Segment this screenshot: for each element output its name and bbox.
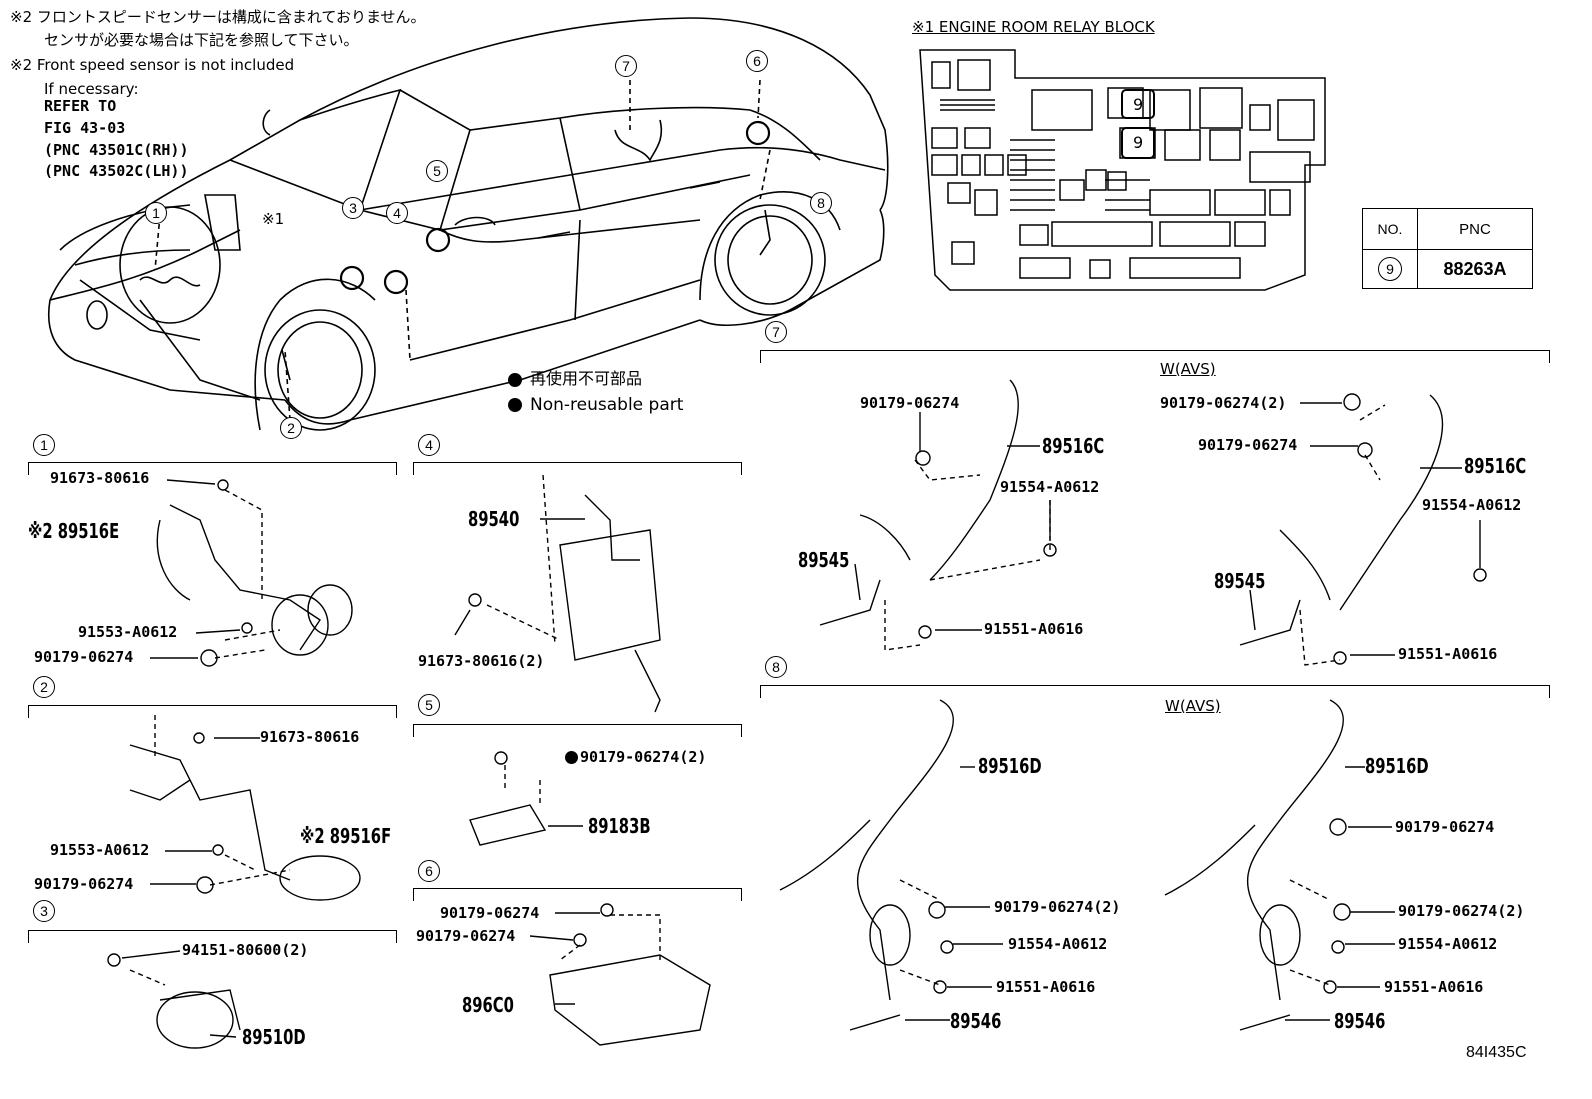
section-drawings: [107, 379, 1487, 1049]
section-8-bracket: [760, 685, 1550, 698]
s1-part-90179-06274: 90179-06274: [34, 648, 134, 666]
s8r-part-91554-A0612: 91554-A0612: [1398, 935, 1498, 953]
s5-part-text: 90179-06274(2): [580, 748, 707, 766]
relay-block-title: ※1 ENGINE ROOM RELAY BLOCK: [912, 18, 1155, 36]
legend-dot-icon: [508, 372, 522, 387]
section-4-number: 4: [418, 434, 440, 456]
s7l-part-90179-06274: 90179-06274: [860, 394, 960, 412]
section-1-bracket: [28, 462, 397, 475]
note-jp-line1: ※2 フロントスピードセンサーは構成に含まれておりません。: [10, 8, 426, 26]
s2-part-89516F: ※2 89516F: [300, 824, 392, 848]
s5-part-90179-06274-2: 90179-06274(2): [565, 750, 706, 765]
car-illustration: [48, 17, 889, 431]
s7r-part-91551-A0616: 91551-A0616: [1398, 645, 1498, 663]
note-en-line1: ※2 Front speed sensor is not included: [10, 56, 295, 74]
s8l-part-90179-06274-2: 90179-06274(2): [994, 898, 1121, 916]
s7r-part-91554-A0612: 91554-A0612: [1422, 496, 1522, 514]
section-6-number: 6: [418, 860, 440, 882]
callout-6: 6: [746, 50, 768, 72]
relay-marker-2: 9: [1133, 133, 1144, 152]
section-3-bracket: [28, 930, 397, 943]
s7r-part-89516C: 89516C: [1464, 454, 1527, 478]
note-fig: FIG 43-03: [44, 119, 126, 137]
s8r-part-89516D: 89516D: [1365, 754, 1429, 778]
note-en-line2: If necessary:: [44, 80, 139, 98]
relay-block-drawing: [919, 49, 1326, 291]
s7-variant: W(AVS): [1160, 360, 1216, 378]
s1-part-91673-80616: 91673-80616: [50, 469, 150, 487]
legend-dot-icon: [508, 398, 522, 412]
section-2-bracket: [28, 705, 397, 718]
s3-part-89510D: 89510D: [242, 1025, 306, 1049]
s7r-part-90179-06274-2: 90179-06274(2): [1160, 394, 1287, 412]
s1-part-91553-A0612: 91553-A0612: [78, 623, 178, 641]
s4-part-91673-80616-2: 91673-80616(2): [418, 652, 545, 670]
s7l-part-91551-A0616: 91551-A0616: [984, 620, 1084, 638]
section-4-bracket: [413, 462, 742, 475]
legend-jp-text: 再使用不可部品: [530, 369, 643, 388]
section-3-number: 3: [33, 900, 55, 922]
note-pnc-rh: (PNC 43501C(RH)): [44, 141, 189, 159]
callout-8: 8: [810, 192, 832, 214]
s4-part-89540: 89540: [468, 507, 520, 531]
section-7-bracket: [760, 350, 1550, 363]
non-reusable-dot-icon: [565, 751, 578, 764]
s8l-part-89546: 89546: [950, 1009, 1002, 1033]
callout-1: 1: [145, 202, 167, 224]
pnc-table: NO. PNC 9 88263A: [1362, 208, 1533, 289]
leader-lines: [121, 402, 1481, 1038]
s7r-part-90179-06274: 90179-06274: [1198, 436, 1298, 454]
s8l-part-91554-A0612: 91554-A0612: [1008, 935, 1108, 953]
section-8-number: 8: [765, 656, 787, 678]
s8r-part-90179-06274-2: 90179-06274(2): [1398, 902, 1525, 920]
s6-part-90179-06274-a: 90179-06274: [440, 904, 540, 922]
note-jp-line2: センサが必要な場合は下記を参照して下さい。: [44, 31, 359, 49]
pnc-row-no-cell: 9: [1362, 249, 1418, 289]
s7l-part-91554-A0612: 91554-A0612: [1000, 478, 1100, 496]
pnc-row-no: 9: [1378, 257, 1402, 281]
note-refer-to: REFER TO: [44, 97, 117, 115]
s5-part-89183B: 89183B: [588, 814, 651, 838]
section-6-bracket: [413, 888, 742, 901]
note-pnc-lh: (PNC 43502C(LH)): [44, 162, 189, 180]
section-1-number: 1: [33, 434, 55, 456]
callout-5: 5: [426, 160, 448, 182]
s6-part-90179-06274-b: 90179-06274: [416, 927, 516, 945]
section-5-bracket: [413, 724, 742, 737]
callout-4: 4: [386, 202, 408, 224]
s2-part-91673-80616: 91673-80616: [260, 728, 360, 746]
s3-part-94151-80600: 94151-80600(2): [182, 941, 309, 959]
callout-2: 2: [280, 417, 302, 439]
s7r-part-89545: 89545: [1214, 569, 1266, 593]
s2-part-90179-06274: 90179-06274: [34, 875, 134, 893]
callout-3: 3: [342, 197, 364, 219]
legend-en-text: Non-reusable part: [530, 395, 684, 415]
s8l-part-89516D: 89516D: [978, 754, 1042, 778]
s8r-part-91551-A0616: 91551-A0616: [1384, 978, 1484, 996]
pnc-row-pnc: 88263A: [1417, 249, 1533, 289]
s8r-part-90179-06274: 90179-06274: [1395, 818, 1495, 836]
s7l-part-89545: 89545: [798, 548, 850, 572]
legend-jp: 再使用不可部品: [508, 371, 642, 387]
section-2-number: 2: [33, 676, 55, 698]
s2-part-91553-A0612: 91553-A0612: [50, 841, 150, 859]
relay-marker-1: 9: [1133, 95, 1144, 114]
s8-variant: W(AVS): [1165, 697, 1221, 715]
s8r-part-89546: 89546: [1334, 1009, 1386, 1033]
legend-en: Non-reusable part: [508, 397, 683, 414]
section-5-number: 5: [418, 694, 440, 716]
s7l-part-89516C: 89516C: [1042, 434, 1105, 458]
pnc-header-no: NO.: [1362, 208, 1418, 250]
pnc-header-pnc: PNC: [1417, 208, 1533, 250]
car-relay-ref: ※1: [262, 210, 285, 228]
section-7-number: 7: [765, 321, 787, 343]
callout-7: 7: [615, 55, 637, 77]
s1-part-89516E: ※2 89516E: [28, 519, 120, 543]
s6-part-896C0: 896C0: [462, 993, 514, 1017]
figure-id: 84I435C: [1466, 1044, 1527, 1061]
s8l-part-91551-A0616: 91551-A0616: [996, 978, 1096, 996]
